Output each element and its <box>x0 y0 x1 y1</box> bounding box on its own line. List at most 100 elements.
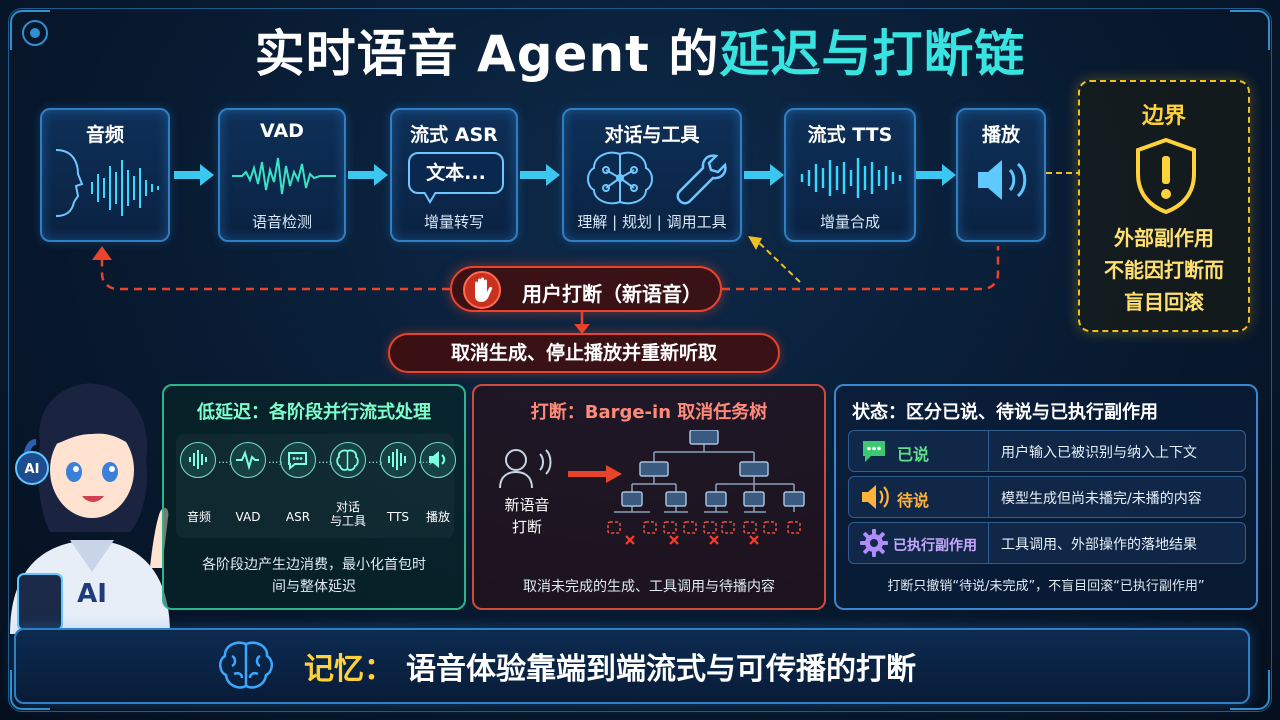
user-label-line: 新语音 <box>504 496 550 514</box>
interrupt-loop-lines <box>92 236 1000 334</box>
waveform-icon <box>800 158 902 198</box>
mini-step-label: ASR <box>285 510 311 524</box>
mini-step-label: VAD <box>235 510 261 524</box>
title-part-2: 延迟与打断链 <box>719 25 1026 83</box>
state-description: 工具调用、外部操作的落地结果 <box>1001 537 1197 553</box>
stage-subtitle: 增量转写 <box>423 213 484 231</box>
shirt-badge: AI <box>77 579 107 609</box>
arrow-right-icon <box>174 164 214 186</box>
panel-title: 状态：区分已说、待说与已执行副作用 <box>852 402 1158 423</box>
panel-footnote: 各阶段边产生边消费，最小化首包时 间与整体延迟 <box>164 554 464 598</box>
mini-step-label: TTS <box>386 510 410 524</box>
state-badge-label: 已执行副作用 <box>893 538 977 554</box>
corner-decoration <box>1230 670 1270 710</box>
arrow-right-icon <box>744 164 784 186</box>
panel-title: 低延迟：各阶段并行流式处理 <box>197 402 431 423</box>
panel-footnote: 取消未完成的生成、工具调用与待播内容 <box>523 579 775 595</box>
ai-avatar-illustration: AI AI <box>10 383 170 634</box>
memory-label: 记忆： <box>304 652 394 687</box>
page-title: 实时语音 Agent 的延迟与打断链 <box>0 14 1280 86</box>
panel-low-latency: 低延迟：各阶段并行流式处理 ···› ···› ···› ···› ···› 音… <box>162 384 466 610</box>
arrow-right-icon <box>520 164 560 186</box>
cancel-action-pill: 取消生成、停止播放并重新听取 <box>388 333 780 373</box>
state-badge: 已执行副作用 <box>849 523 989 563</box>
mini-step-label: 播放 <box>425 510 450 524</box>
state-description: 用户输入已被识别与纳入上下文 <box>1001 445 1197 461</box>
mini-step-label: 音频 <box>186 510 211 524</box>
chat-bubble-icon <box>863 441 885 462</box>
asr-chat-icon <box>280 442 316 478</box>
stage-asr: 流式 ASR 文本... 增量转写 <box>390 108 518 242</box>
stage-title: 对话与工具 <box>604 124 700 146</box>
stage-dialog-tools: 对话与工具 理解 | 规划 | 调用工具 <box>562 108 742 242</box>
corner-decoration <box>10 10 50 50</box>
state-description: 模型生成但尚未播完/未播的内容 <box>1001 491 1202 507</box>
panel-title: 打断：Barge-in 取消任务树 <box>530 402 768 423</box>
stop-hand-icon <box>463 271 501 309</box>
interrupt-label: 用户打断（新语音） <box>522 282 702 306</box>
state-row-side-effects: 已执行副作用 工具调用、外部操作的落地结果 <box>848 522 1246 564</box>
stage-subtitle: 理解 | 规划 | 调用工具 <box>577 213 727 231</box>
stage-title: 流式 ASR <box>410 124 498 146</box>
stage-title: 音频 <box>85 124 124 146</box>
waveform-icon <box>232 157 336 195</box>
stage-vad: VAD 语音检测 <box>218 108 346 242</box>
panel-footnote: 打断只撤销“待说/未完成”，不盲目回滚“已执行副作用” <box>887 579 1205 594</box>
dashed-connector <box>1046 172 1080 174</box>
mini-pipeline: ···› ···› ···› ···› ···› 音频 VAD ASR 对话 与… <box>176 434 456 538</box>
interrupt-pill: 用户打断（新语音） <box>450 266 722 312</box>
head-silhouette-icon <box>55 149 159 217</box>
footnote-line: 各阶段边产生边消费，最小化首包时 <box>202 557 426 573</box>
brain-icon <box>587 151 653 205</box>
speaker-icon <box>862 485 889 509</box>
arrow-right-icon <box>568 465 622 483</box>
stage-subtitle: 语音检测 <box>251 213 312 231</box>
brain-icon <box>330 442 366 478</box>
state-badge-label: 待说 <box>897 491 930 510</box>
user-speaking-icon <box>499 449 552 489</box>
warning-shield-icon <box>1136 137 1196 215</box>
state-row-pending: 待说 模型生成但尚未播完/未播的内容 <box>848 476 1246 518</box>
boundary-box: 边界 外部副作用 不能因打断而 盲目回滚 <box>1078 80 1250 332</box>
memory-text: 语音体验靠端到端流式与可传播的打断 <box>406 652 916 687</box>
bubble-tail-icon <box>423 192 437 204</box>
stage-tts: 流式 TTS 增量合成 <box>784 108 916 242</box>
wrench-icon <box>676 154 727 205</box>
title-part-1: 实时语音 Agent 的 <box>254 25 720 83</box>
new-speech-label: 新语音 打断 <box>492 494 562 538</box>
state-badge: 已说 <box>849 431 989 471</box>
stage-audio: 音频 <box>40 108 170 242</box>
task-tree-diagram <box>607 430 805 545</box>
boundary-text: 外部副作用 不能因打断而 盲目回滚 <box>1080 222 1248 318</box>
brain-icon <box>219 641 273 689</box>
state-row-said: 已说 用户输入已被识别与纳入上下文 <box>848 430 1246 472</box>
audio-wave-icon <box>180 442 216 478</box>
corner-decoration <box>10 670 50 710</box>
target-icon <box>22 20 48 46</box>
headset-badge: AI <box>25 462 40 477</box>
speaker-icon <box>420 442 456 478</box>
arrow-right-icon <box>348 164 388 186</box>
speaker-icon <box>978 160 1027 200</box>
gear-icon <box>860 529 888 557</box>
outer-frame <box>8 8 1272 712</box>
stage-subtitle: 增量合成 <box>819 213 880 231</box>
footnote-line: 间与整体延迟 <box>272 579 356 595</box>
arrow-right-icon <box>916 164 956 186</box>
tts-wave-icon <box>380 442 416 478</box>
state-badge-label: 已说 <box>897 445 930 464</box>
memory-summary-bar: 记忆： 语音体验靠端到端流式与可传播的打断 <box>14 628 1250 704</box>
state-badge: 待说 <box>849 477 989 517</box>
panel-state: 状态：区分已说、待说与已执行副作用 已说 用户输入已被识别与纳入上下文 待说 模… <box>834 384 1258 610</box>
boundary-line: 盲目回滚 <box>1124 290 1204 314</box>
boundary-line: 不能因打断而 <box>1104 258 1224 282</box>
stage-title: 流式 TTS <box>807 124 893 146</box>
user-label-line: 打断 <box>511 518 542 536</box>
boundary-line: 外部副作用 <box>1114 226 1214 250</box>
vad-pulse-icon <box>230 442 266 478</box>
stage-playback: 播放 <box>956 108 1046 242</box>
mini-step-label: 对话 与工具 <box>329 500 366 528</box>
stage-title: 播放 <box>981 124 1020 146</box>
corner-decoration <box>1230 10 1270 50</box>
boundary-title: 边界 <box>1141 104 1186 129</box>
